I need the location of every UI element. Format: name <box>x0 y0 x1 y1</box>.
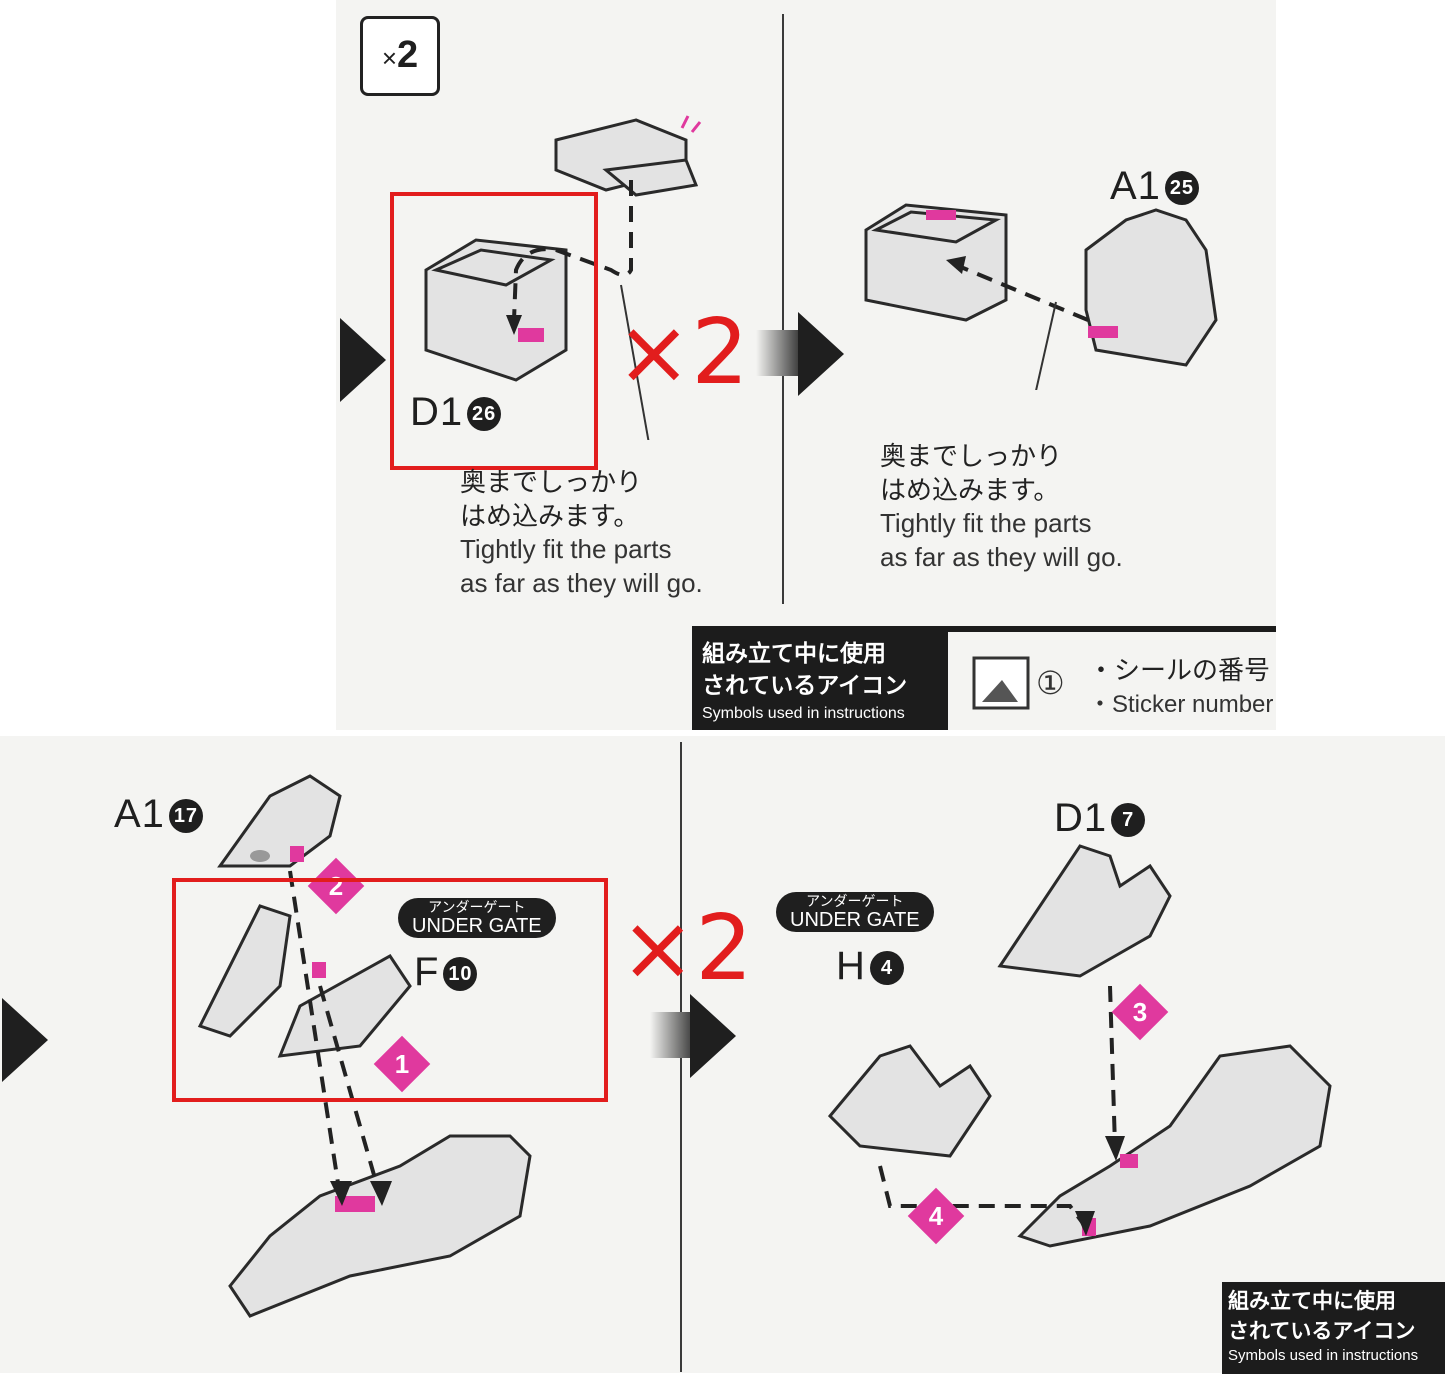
instruction-jp-line: 奥までしっかり <box>460 468 643 498</box>
instruction-jp-line: はめ込みます。 <box>460 502 640 532</box>
step-divider <box>782 14 784 604</box>
legend-title: 組み立て中に使用 されているアイコン Symbols used in instr… <box>1222 1282 1445 1374</box>
instruction-en-line: as far as they will go. <box>460 568 703 598</box>
instruction-jp-line: はめ込みます。 <box>880 476 1060 506</box>
annotation-box <box>390 192 598 470</box>
instruction-jp-line: 奥までしっかり <box>880 442 1063 472</box>
sticker-number-symbol: ① <box>1036 665 1065 701</box>
step-arrow-icon <box>798 312 844 396</box>
part-assembly-illustration <box>864 203 1218 390</box>
legend-title: 組み立て中に使用 されているアイコン Symbols used in instr… <box>692 632 948 730</box>
legend-rule <box>692 626 1276 632</box>
step-marker-3: 3 <box>1111 983 1169 1041</box>
sticker-en-label: ・Sticker number <box>1088 691 1274 718</box>
step-arrow-icon <box>2 998 48 1082</box>
step-arrow-icon <box>340 318 386 402</box>
step-arrow-icon <box>690 994 736 1078</box>
annotation-box <box>172 878 608 1102</box>
step-arrow-stem <box>756 330 806 376</box>
sticker-jp-label: ・シールの番号 <box>1088 656 1271 686</box>
sticker-icon <box>972 656 1030 710</box>
instruction-en-line: as far as they will go. <box>880 542 1123 572</box>
step-marker-4: 4 <box>907 1187 965 1245</box>
handwritten-x2-note: ×2 <box>616 300 749 405</box>
quantity-badge: ×2 <box>360 16 440 96</box>
part-assembly-illustration <box>827 844 1332 1248</box>
handwritten-x2-note: ×2 <box>620 896 753 1001</box>
part-assembly-illustration <box>197 774 532 1318</box>
instruction-en-line: Tightly fit the parts <box>460 534 672 564</box>
instruction-en-line: Tightly fit the parts <box>880 508 1092 538</box>
part-assembly-illustration <box>424 115 702 440</box>
